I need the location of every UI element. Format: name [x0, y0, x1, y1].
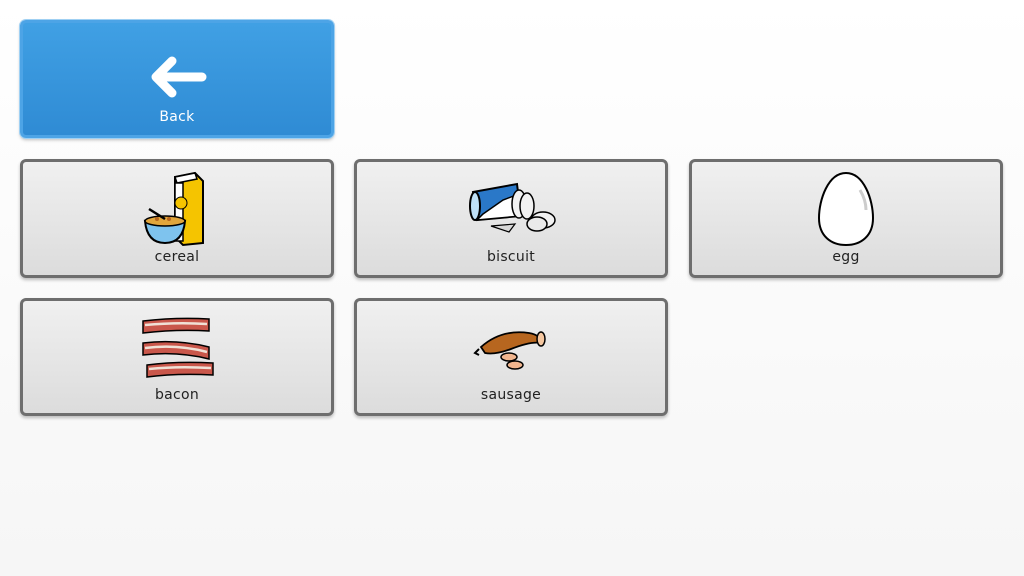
tile-label: bacon: [154, 387, 200, 403]
tile-label: cereal: [154, 249, 200, 265]
bacon-icon: [23, 307, 331, 389]
tile-bacon[interactable]: bacon: [20, 298, 334, 416]
tile-sausage[interactable]: sausage: [354, 298, 668, 416]
back-label: Back: [159, 109, 195, 125]
cereal-box-icon: [23, 168, 331, 250]
egg-icon: [692, 168, 1000, 250]
sausage-icon: [357, 307, 665, 389]
tile-cereal[interactable]: cereal: [20, 159, 334, 278]
tile-biscuit[interactable]: biscuit: [354, 159, 668, 278]
back-button[interactable]: Back: [20, 20, 334, 138]
tile-label: sausage: [480, 387, 542, 403]
tile-egg[interactable]: egg: [689, 159, 1003, 278]
tile-label: biscuit: [486, 249, 536, 265]
tile-label: egg: [832, 249, 860, 265]
biscuit-tube-icon: [357, 168, 665, 250]
arrow-left-icon: [23, 37, 331, 117]
